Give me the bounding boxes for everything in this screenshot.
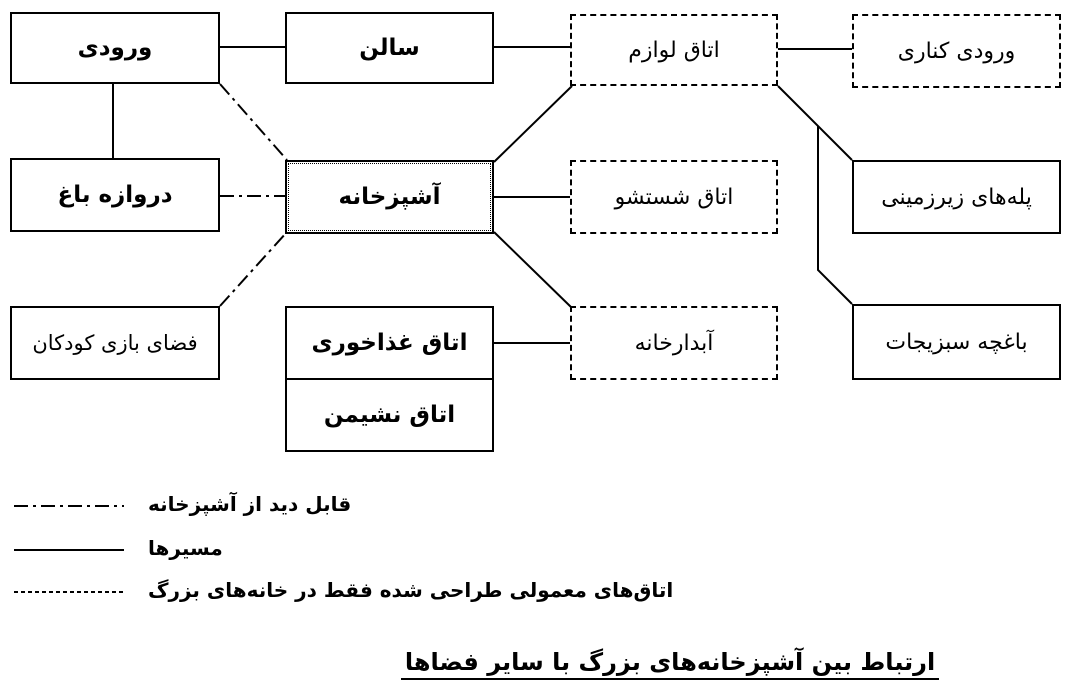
- node-kids-play-area: فضای بازی کودکان: [10, 306, 220, 380]
- legend-visible-label: قابل دید از آشپزخانه: [148, 492, 352, 516]
- node-side-entrance: ورودی کناری: [852, 14, 1061, 88]
- node-living-room-label: اتاق نشیمن: [323, 402, 456, 428]
- node-kitchen: آشپزخانه: [285, 160, 494, 234]
- legend-large-houses-label: اتاق‌های معمولی طراحی شده فقط در خانه‌ها…: [148, 578, 674, 602]
- visible-playarea-kitchen: [219, 231, 288, 307]
- legend-routes-label: مسیرها: [148, 536, 223, 560]
- node-hall-label: سالن: [359, 35, 420, 61]
- node-entrance: ورودی: [10, 12, 220, 84]
- diagram-caption: ارتباط بین آشپزخانه‌های بزرگ با سایر فضا…: [0, 648, 1074, 680]
- node-kitchen-label: آشپزخانه: [338, 184, 441, 210]
- node-dining-room: اتاق غذاخوری: [285, 306, 494, 380]
- node-pantry-label: آبدارخانه: [634, 330, 714, 356]
- node-garden-gate: دروازه باغ: [10, 158, 220, 232]
- route-supplies-basement-stairs: [777, 85, 853, 161]
- node-kids-play-area-label: فضای بازی کودکان: [32, 331, 198, 355]
- node-hall: سالن: [285, 12, 494, 84]
- route-kitchen-pantry: [493, 231, 573, 309]
- route-kitchen-supplies: [493, 85, 573, 163]
- node-laundry-room-label: اتاق شستشو: [614, 184, 734, 210]
- node-side-entrance-label: ورودی کناری: [897, 38, 1016, 64]
- node-laundry-room: اتاق شستشو: [570, 160, 778, 234]
- node-supplies-room-label: اتاق لوازم: [628, 37, 720, 63]
- node-vegetable-garden: باغچه سبزیجات: [852, 304, 1061, 380]
- node-basement-stairs: پله‌های زیرزمینی: [852, 160, 1061, 234]
- route-supplies-vegetable-garden: [817, 126, 853, 305]
- node-pantry: آبدارخانه: [570, 306, 778, 380]
- node-garden-gate-label: دروازه باغ: [57, 182, 173, 208]
- diagram-caption-text: ارتباط بین آشپزخانه‌های بزرگ با سایر فضا…: [400, 648, 940, 680]
- node-vegetable-garden-label: باغچه سبزیجات: [885, 329, 1028, 355]
- node-entrance-label: ورودی: [77, 35, 153, 61]
- node-living-room: اتاق نشیمن: [285, 378, 494, 452]
- node-dining-room-label: اتاق غذاخوری: [311, 330, 468, 356]
- node-supplies-room: اتاق لوازم: [570, 14, 778, 86]
- node-basement-stairs-label: پله‌های زیرزمینی: [881, 184, 1032, 210]
- visible-entrance-kitchen: [219, 83, 288, 161]
